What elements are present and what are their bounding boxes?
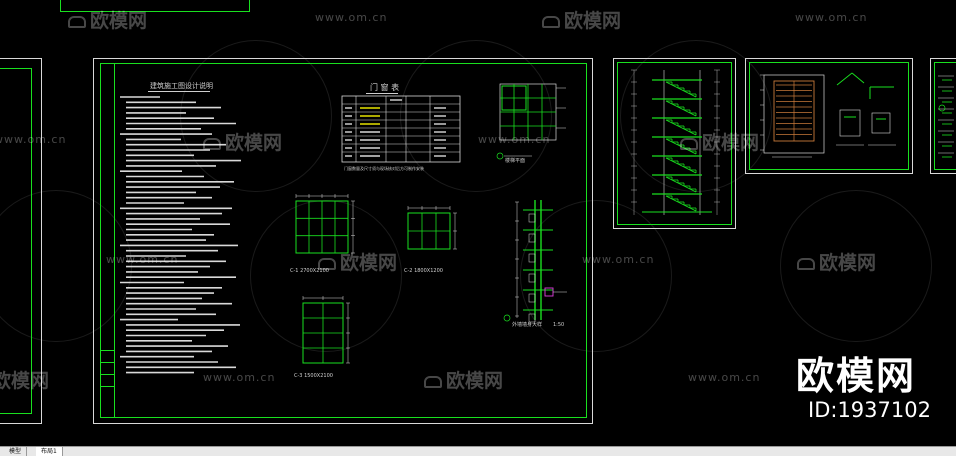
sofa-logo-icon [542, 16, 560, 28]
stair-section-sheet [613, 58, 736, 229]
top-partial-sheet [60, 0, 250, 12]
door-table-note: 门窗数量及尺寸须与现场核对后方可制作安装 [344, 166, 424, 171]
sofa-logo-icon [797, 258, 815, 270]
watermark-brand-text: 欧模网 [797, 248, 876, 275]
notes-title-underline [148, 91, 210, 92]
sofa-logo-icon [680, 138, 698, 150]
window-label-c2: C-2 1800X1200 [404, 268, 443, 274]
stair-section-sheet-frame [617, 62, 732, 225]
watermark-brand-text: 欧模网 [203, 128, 282, 155]
watermark-circle [780, 190, 932, 342]
title-strip-line [100, 374, 114, 375]
brand-block: 欧模网 ID:1937102 [796, 354, 931, 422]
right-partial-sheet [930, 58, 956, 174]
main-sheet-frame [100, 63, 587, 418]
plan-detail-drawing [760, 72, 896, 158]
window-label-c1: C-1 2700X2100 [290, 268, 329, 274]
main-sheet [93, 58, 593, 424]
notes-title: 建筑施工图设计说明 [150, 82, 213, 90]
plan-detail-sheet [745, 58, 913, 174]
watermark-brand-text: 欧模网 [68, 6, 147, 33]
watermark-site-text: www.om.cn [0, 133, 67, 146]
window-elevation-c1 [295, 194, 355, 254]
watermark-site-text: www.om.cn [315, 11, 388, 24]
watermark-brand-text: 欧模网 [424, 366, 503, 393]
window-label-c3: C-3 1500X2100 [294, 373, 333, 379]
watermark-brand-text: 欧模网 [0, 370, 50, 392]
watermark-brand-text: 欧模网 [318, 248, 397, 275]
window-elevation-c3 [302, 296, 350, 364]
watermark-site-text: www.om.cn [795, 11, 868, 24]
title-strip-line [100, 386, 114, 387]
left-partial-sheet [0, 58, 42, 424]
title-strip-line [100, 350, 114, 351]
watermark-site-text: www.om.cn [582, 253, 655, 266]
section-label: 外墙墙身大样 [512, 322, 543, 328]
watermark-circle [520, 200, 672, 352]
door-window-table [341, 95, 461, 163]
watermark-brand-text: 欧模网 [680, 128, 759, 155]
watermark-site-text: www.om.cn [478, 133, 551, 146]
right-partial-sheet-frame [934, 62, 956, 170]
brand-name: 欧模网 [796, 354, 917, 398]
watermark-site-text: www.om.cn [688, 371, 761, 384]
watermark-circle [180, 40, 332, 192]
left-partial-sheet-frame [0, 68, 32, 414]
cad-model-space[interactable]: 建筑施工图设计说明 门 窗 表 门窗数量及尺寸须与现场核对后方可制作安装 C-1… [0, 0, 956, 446]
tab-layout1-label: 布局1 [41, 448, 57, 455]
wall-section-detail [503, 200, 567, 323]
watermark-brand-text: 欧模网 [542, 6, 621, 33]
title-strip-line [100, 362, 114, 363]
sofa-logo-icon [68, 16, 86, 28]
title-strip-line [114, 63, 115, 418]
design-notes-text-block [120, 96, 241, 374]
stair-section-drawing [631, 69, 720, 215]
door-table-title: 门 窗 表 [370, 83, 400, 92]
brand-id: ID:1937102 [808, 398, 931, 422]
door-table-title-underline [366, 93, 398, 94]
layout-tab-bar: 模型 布局1 [0, 446, 956, 456]
watermark-site-text: www.om.cn [203, 371, 276, 384]
plan-detail-sheet-frame [749, 62, 909, 170]
tab-layout1[interactable]: 布局1 [36, 447, 63, 456]
tab-model-label: 模型 [9, 448, 22, 455]
sofa-logo-icon [318, 258, 336, 270]
tab-model[interactable]: 模型 [4, 447, 28, 456]
right-partial-drawing [938, 75, 954, 158]
sofa-logo-icon [203, 138, 221, 150]
sofa-logo-icon [424, 376, 442, 388]
stair-detail [496, 83, 566, 160]
stair-label: 楼梯平面 [505, 158, 526, 164]
window-elevation-c2 [407, 206, 457, 250]
watermark-site-text: www.om.cn [106, 253, 179, 266]
section-scale: 1:50 [553, 322, 565, 328]
watermark-circle [400, 40, 552, 192]
